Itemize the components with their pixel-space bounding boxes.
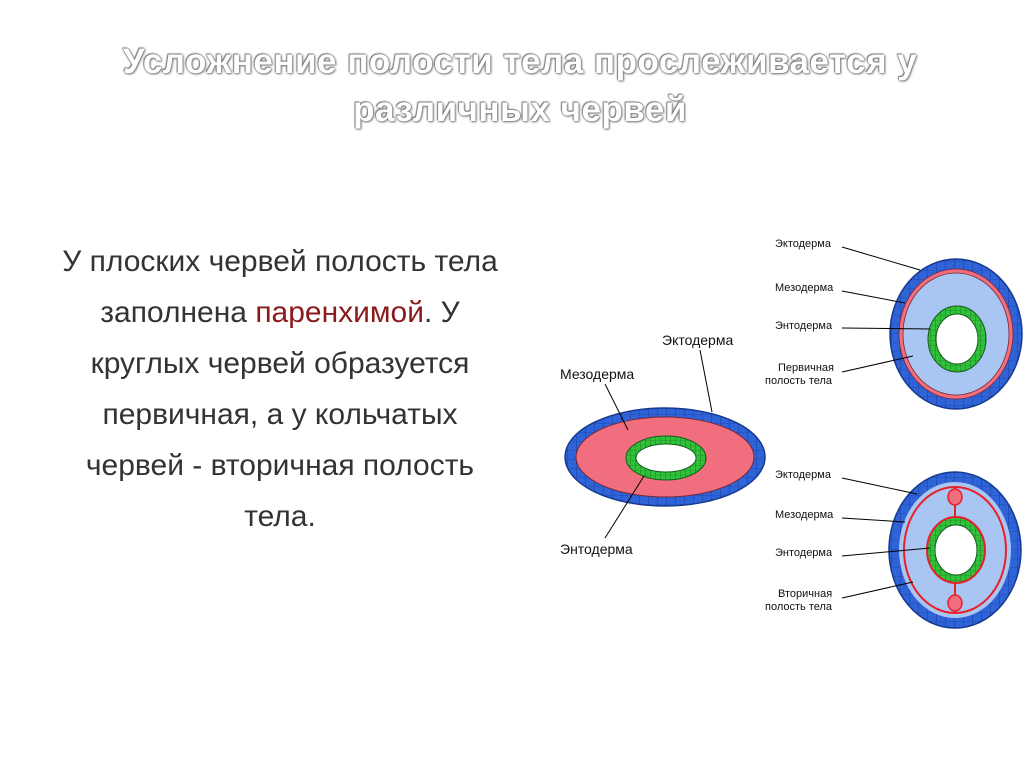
round-ectoderm-label: Эктодерма — [775, 238, 832, 250]
annelid-vessel-top — [948, 489, 962, 505]
annelid-ectoderm-pointer — [842, 478, 917, 494]
round-gut-lumen — [936, 314, 978, 364]
round-mesoderm-label: Мезодерма — [775, 282, 834, 294]
annelid-cavity-label-1: Вторичная — [778, 588, 832, 600]
annelid-ectoderm-label: Эктодерма — [775, 469, 832, 481]
annelid-vessel-bottom — [948, 595, 962, 611]
roundworm-cross-section: Эктодерма Мезодерма Энтодерма Первичная … — [765, 238, 1022, 409]
round-cavity-label-2: полость тела — [765, 375, 833, 387]
round-ectoderm-pointer — [842, 247, 920, 270]
annelid-endoderm-label: Энтодерма — [775, 547, 833, 559]
annelid-mesoderm-label: Мезодерма — [775, 509, 834, 521]
round-mesoderm-pointer — [842, 291, 905, 303]
flat-ectoderm-pointer — [700, 350, 712, 412]
flat-gut-lumen — [636, 444, 696, 472]
round-endoderm-label: Энтодерма — [775, 320, 833, 332]
flatworm-cross-section: Эктодерма Мезодерма Энтодерма — [560, 332, 765, 557]
flat-ectoderm-label: Эктодерма — [662, 332, 733, 348]
annelid-cavity-label-2: полость тела — [765, 601, 833, 613]
flat-mesoderm-label: Мезодерма — [560, 366, 634, 382]
flat-endoderm-label: Энтодерма — [560, 541, 633, 557]
annelid-gut-lumen — [935, 525, 977, 575]
annelid-cross-section: Эктодерма Мезодерма Энтодерма Вторичная … — [765, 469, 1021, 628]
round-cavity-label-1: Первичная — [778, 362, 834, 374]
